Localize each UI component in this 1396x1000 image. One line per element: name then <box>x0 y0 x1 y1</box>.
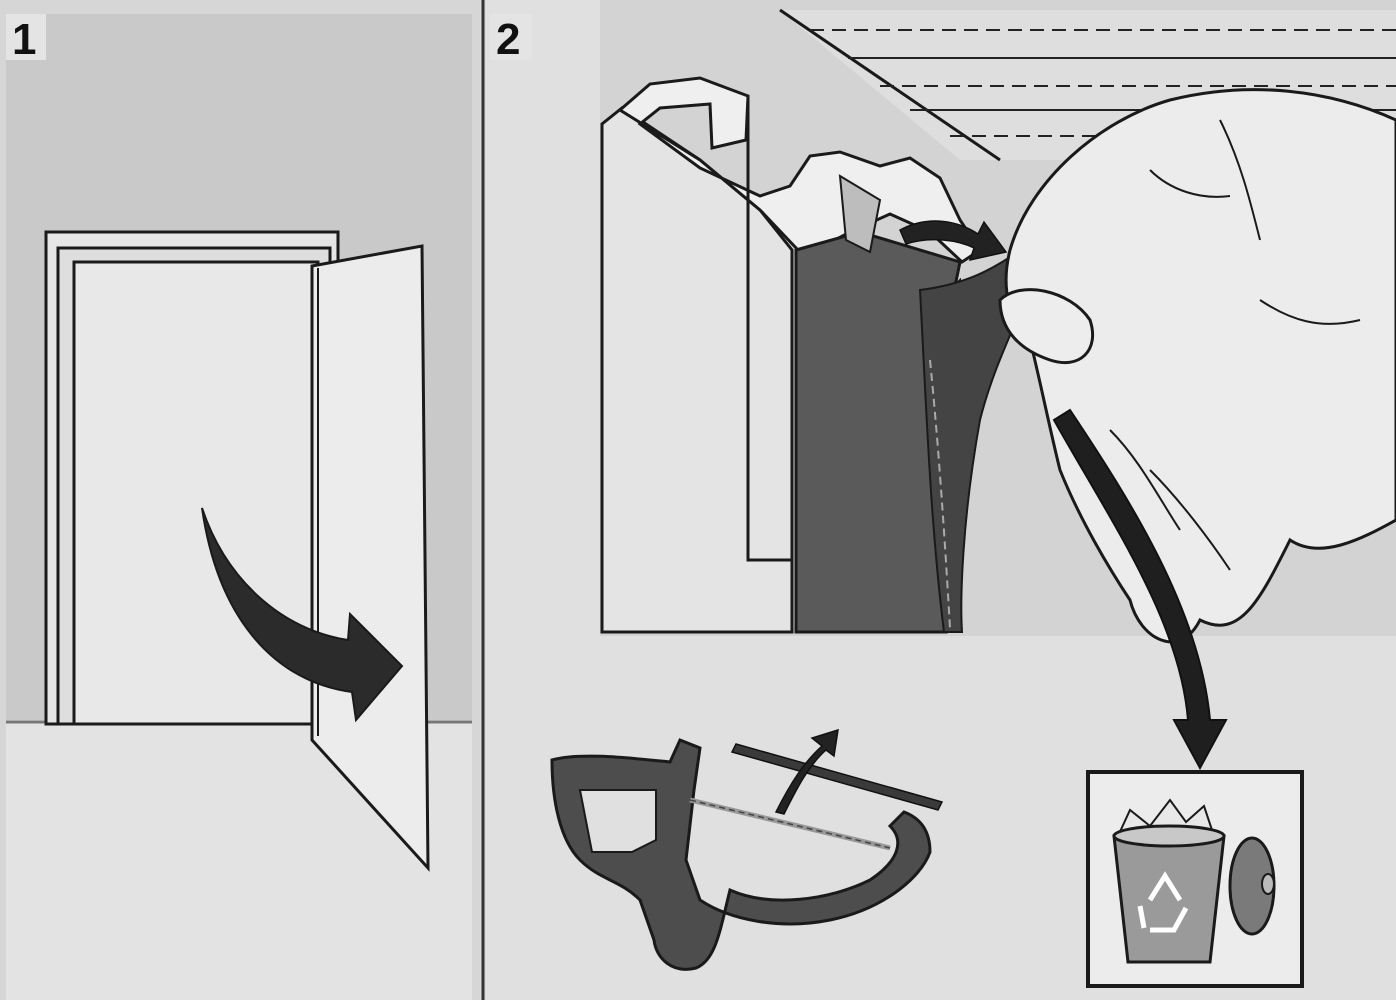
swing-arrow-icon <box>201 507 404 723</box>
panel-1 <box>0 0 480 1000</box>
step-number-2: 2 <box>496 15 521 64</box>
recycle-bin-icon <box>1086 770 1304 988</box>
peel-arrow-icon <box>899 220 1008 262</box>
panel-2 <box>486 0 1396 1000</box>
door-profile <box>600 76 1035 634</box>
gasket-cross-section <box>550 738 932 971</box>
step-number-1: 1 <box>12 15 37 64</box>
removed-strip <box>730 743 944 811</box>
disposal-arrow-icon <box>1052 408 1228 771</box>
strip-arrow-icon <box>774 728 839 815</box>
